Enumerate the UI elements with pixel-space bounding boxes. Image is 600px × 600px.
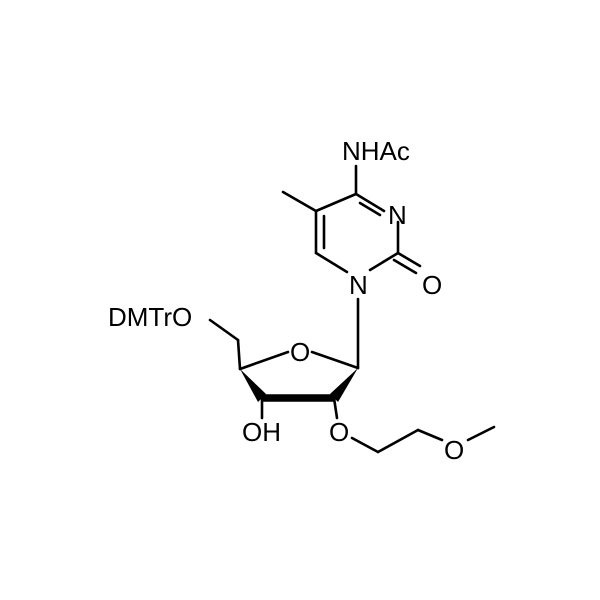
label-ether-o: O bbox=[329, 417, 349, 447]
bond-o-ch3 bbox=[466, 425, 496, 442]
bond-c2-n1 bbox=[368, 251, 400, 272]
bond-o2-ch2 bbox=[350, 436, 380, 454]
wedge-c4-c3 bbox=[240, 369, 266, 402]
bond-c5-c4 bbox=[314, 192, 358, 213]
label-methoxy-o: O bbox=[444, 435, 464, 465]
bond-c2-o bbox=[396, 251, 422, 268]
bond-c4-n3-double bbox=[358, 201, 382, 217]
ribose-ring bbox=[208, 318, 360, 420]
bond-c2-o-double bbox=[392, 258, 418, 275]
label-n1: N bbox=[349, 270, 368, 300]
bond-ch2-ch2 bbox=[376, 428, 420, 454]
bond-o4-c4 bbox=[238, 350, 290, 371]
bond-c4-n3 bbox=[354, 192, 386, 213]
bond-n1-c6 bbox=[314, 251, 349, 274]
bond-ch2-o bbox=[416, 428, 444, 442]
bond-c5-methyl bbox=[281, 190, 318, 213]
label-n3: N bbox=[388, 200, 407, 230]
label-carbonyl-o: O bbox=[422, 270, 442, 300]
wedge-c1-c2 bbox=[330, 368, 358, 402]
label-nhac: NHAc bbox=[342, 136, 410, 166]
label-ring-o: O bbox=[290, 337, 310, 367]
pyrimidine-ring bbox=[281, 164, 422, 370]
bond-c4-c5 bbox=[236, 338, 242, 371]
label-oh: OH bbox=[242, 417, 281, 447]
methoxyethyl-chain bbox=[350, 425, 496, 454]
label-dmtro: DMTrO bbox=[108, 302, 192, 332]
bond-c5-o5 bbox=[208, 318, 240, 342]
bond-c1-o4 bbox=[310, 350, 360, 370]
bond-c2-o2 bbox=[332, 396, 339, 420]
atom-labels: NHAc N N O DMTrO O OH O O bbox=[108, 136, 464, 465]
